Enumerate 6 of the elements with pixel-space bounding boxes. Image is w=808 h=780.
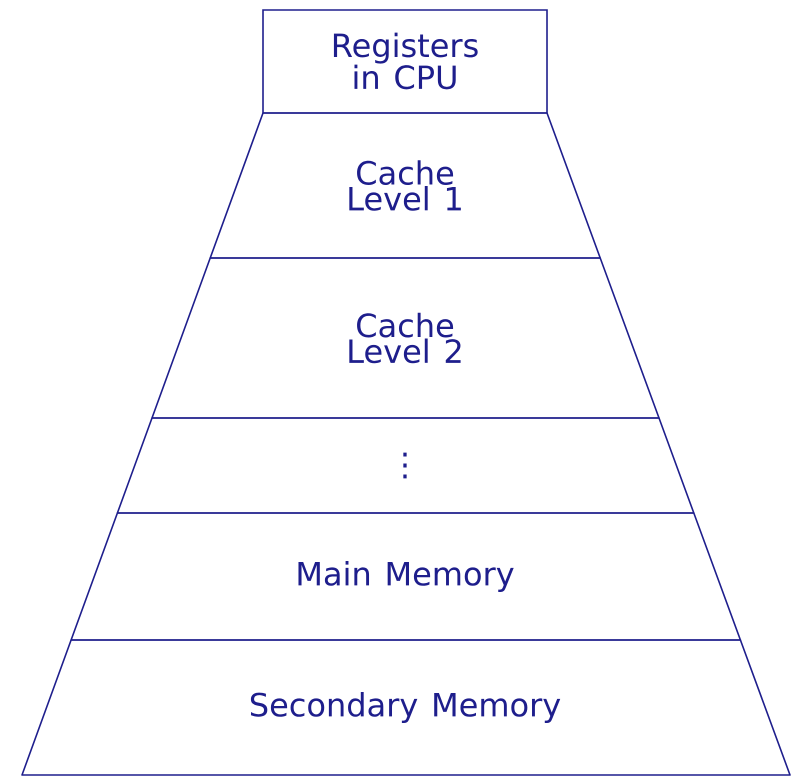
register-box: Registers in CPU bbox=[262, 9, 548, 114]
pyramid-band: ⋮ bbox=[116, 417, 695, 514]
pyramid-band: Cache Level 2 bbox=[151, 257, 660, 419]
pyramid-band: Secondary Memory bbox=[21, 639, 791, 776]
pyramid-band: Cache Level 1 bbox=[209, 112, 601, 259]
pyramid-band: Main Memory bbox=[70, 512, 742, 641]
